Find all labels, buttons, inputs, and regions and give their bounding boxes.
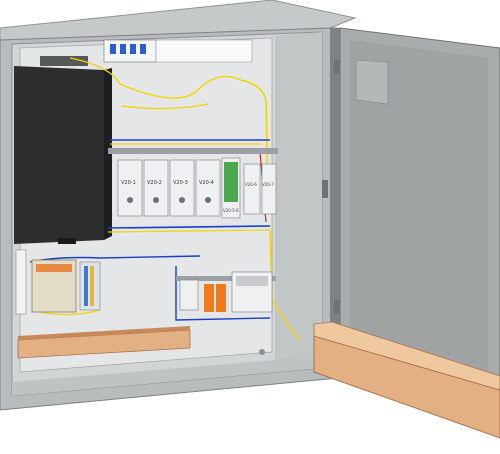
din-rail-upper <box>108 148 278 154</box>
relay-modules: V20-1 V20-2 V20-3 V20-4 V20-5-E V20-6 <box>117 157 277 219</box>
door-cable-tray <box>313 321 500 439</box>
relay-label: V20-5-E <box>223 208 239 213</box>
cabinet-tray-top <box>18 326 190 340</box>
ups-handle <box>58 238 76 244</box>
relay-module: V20-7 <box>261 163 277 215</box>
relay-module: V20-2 <box>143 159 169 217</box>
breaker <box>179 279 199 311</box>
lower-din-section <box>15 249 276 315</box>
cabinet-floor <box>12 356 322 396</box>
relay-module: V20-6 <box>243 163 261 215</box>
ups-top-bracket <box>40 56 88 66</box>
relay-label: V20-2 <box>147 180 162 186</box>
din-rail-lower <box>176 276 276 281</box>
patch-tray <box>155 39 253 63</box>
door-tray-top <box>313 321 500 391</box>
door-pocket <box>355 59 389 105</box>
orange-breaker <box>216 284 226 312</box>
ground-stud <box>259 349 265 355</box>
relay-module: V20-1 <box>117 159 143 217</box>
ups-front <box>14 66 104 244</box>
fiber-panel <box>103 39 253 63</box>
relay-label: V20-3 <box>173 180 188 186</box>
ups-unit <box>14 56 112 244</box>
hinge-icon <box>334 60 340 74</box>
hinge-icon <box>334 300 340 314</box>
cabinet-side-wall <box>275 32 322 370</box>
relay-module: V20-4 <box>195 159 221 217</box>
relay-label: V20-6 <box>245 182 257 187</box>
door-inner-panel <box>350 40 488 410</box>
relay-module: V20-5-E <box>221 157 241 219</box>
cabinet-cable-tray <box>17 326 191 359</box>
relay-label: V20-1 <box>121 180 136 186</box>
relay-label: V20-4 <box>199 180 214 186</box>
latch-icon <box>322 180 328 198</box>
cabinet-tray-front <box>17 329 191 359</box>
relay-module: V20-3 <box>169 159 195 217</box>
orange-breaker <box>204 284 214 312</box>
terminal-block-icon <box>15 249 27 315</box>
cabinet-door <box>330 27 500 437</box>
relay-label: V20-7 <box>262 182 274 187</box>
